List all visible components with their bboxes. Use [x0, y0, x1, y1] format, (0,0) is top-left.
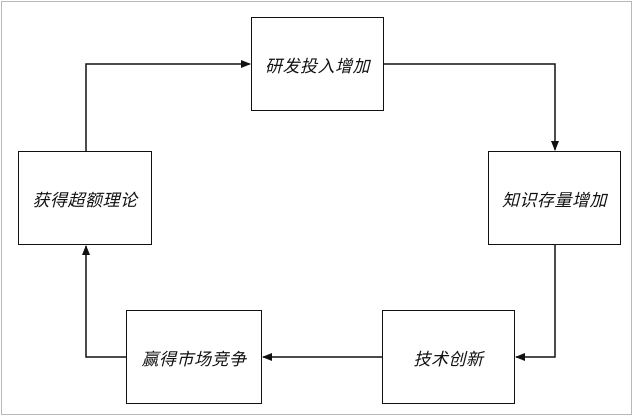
- node-rd-increase: 研发投入增加: [251, 17, 384, 111]
- node-label: 赢得市场竞争: [141, 349, 247, 370]
- node-label: 研发投入增加: [265, 56, 370, 77]
- node-knowledge-increase: 知识存量增加: [488, 151, 621, 245]
- node-excess-profit: 获得超额理论: [18, 151, 152, 245]
- node-market-competition: 赢得市场竞争: [126, 310, 262, 404]
- node-label: 知识存量增加: [502, 190, 607, 211]
- arrow-profit-to-rd: [85, 60, 251, 151]
- node-label: 技术创新: [413, 349, 484, 370]
- node-label: 获得超额理论: [32, 190, 138, 211]
- node-tech-innovation: 技术创新: [382, 310, 515, 404]
- arrow-market-to-profit: [82, 245, 126, 358]
- arrow-rd-to-knowledge: [384, 63, 559, 151]
- arrow-knowledge-to-tech: [515, 245, 556, 361]
